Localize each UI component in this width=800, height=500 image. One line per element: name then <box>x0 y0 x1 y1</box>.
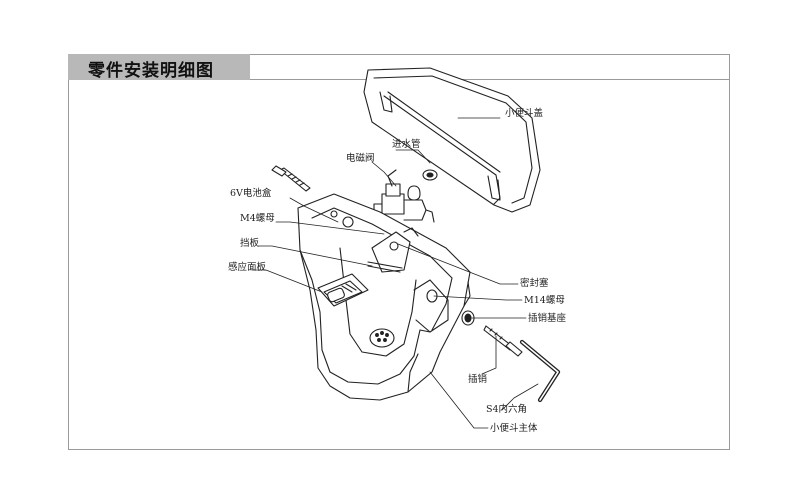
page-title: 零件安装明细图 <box>88 61 214 81</box>
leader-baffle <box>257 245 373 267</box>
hex-key-part <box>519 339 561 403</box>
leader-urinal-body <box>429 371 489 429</box>
label-seal-plug: 密封塞 <box>520 278 549 289</box>
pin-base-part <box>461 310 475 326</box>
leader-battery-box <box>289 197 339 223</box>
label-urinal-cover: 小便斗盖 <box>505 108 544 119</box>
label-pin-base: 插销基座 <box>528 313 567 324</box>
leader-m4-nut <box>275 221 385 235</box>
label-baffle: 挡板 <box>240 238 260 249</box>
leader-sensor-panel <box>251 269 323 293</box>
title-tab <box>68 54 250 80</box>
diagram-frame <box>68 54 730 450</box>
leader-lines <box>251 117 539 429</box>
leader-solenoid-valve <box>371 161 397 187</box>
pin-part <box>483 325 523 357</box>
leader-hex-key <box>501 383 539 411</box>
urinal-body-part <box>297 193 471 401</box>
urinal-cover-part <box>363 67 541 213</box>
title-rule <box>250 79 730 80</box>
label-m4-nut: M4螺母 <box>240 213 275 224</box>
leader-seal-plug <box>397 243 519 285</box>
leader-pin <box>481 335 497 375</box>
label-solenoid-valve: 电磁阀 <box>346 153 375 164</box>
label-urinal-body: 小便斗主体 <box>490 423 538 434</box>
label-m14-nut: M14螺母 <box>524 295 565 306</box>
label-hex-key: S4内六角 <box>486 404 528 415</box>
leader-inlet-pipe <box>395 149 431 164</box>
inlet-pipe-part <box>422 169 438 181</box>
leader-m14-nut <box>433 295 523 301</box>
battery-box-screw-part <box>271 165 311 192</box>
label-sensor-panel: 感应面板 <box>228 262 267 273</box>
label-battery-box: 6V电池盒 <box>230 188 272 199</box>
label-pin: 插销 <box>468 374 488 385</box>
label-inlet-pipe: 进水管 <box>392 139 421 150</box>
